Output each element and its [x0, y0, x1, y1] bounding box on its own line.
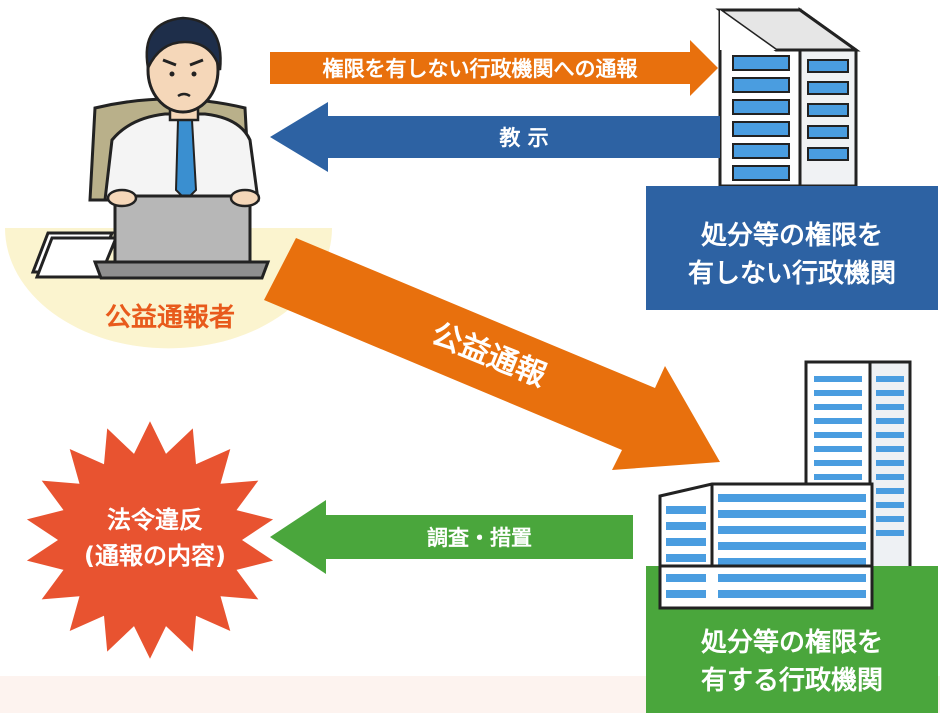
arrow-notify-unauthorized: [270, 40, 718, 96]
violation-line1: 法令違反: [107, 506, 203, 534]
laptop-icon: [92, 188, 271, 280]
agency-with-authority-line2: 有する行政機関: [700, 666, 883, 696]
arrow-investigation-label: 調査・措置: [427, 526, 532, 550]
agency-with-authority-label: 処分等の権限を 有する行政機関: [646, 617, 938, 707]
person-icon: [88, 16, 260, 202]
violation-label: 法令違反 (通報の内容): [40, 490, 270, 586]
building-base: [658, 564, 874, 610]
arrow-instruction: [270, 102, 720, 172]
reporter-label: 公益通報者: [104, 302, 235, 333]
violation-burst: [26, 421, 274, 659]
agency-with-authority-line1: 処分等の権限を: [700, 628, 883, 658]
arrow-public-report: [264, 238, 720, 470]
building-icon: [715, 7, 861, 188]
arrow-investigation: [270, 500, 633, 574]
arrow-instruction-label: 教 示: [499, 126, 549, 150]
agency-no-authority-line2: 有しない行政機関: [687, 259, 896, 289]
agency-no-authority-line1: 処分等の権限を: [700, 221, 883, 251]
arrow-notify-unauthorized-label: 権限を有しない行政機関への通報: [322, 57, 638, 81]
building-base-windows: [666, 574, 866, 598]
agency-no-authority-label: 処分等の権限を 有しない行政機関: [646, 210, 938, 300]
violation-line2: (通報の内容): [84, 542, 226, 570]
agency-no-authority-box: [646, 186, 938, 310]
